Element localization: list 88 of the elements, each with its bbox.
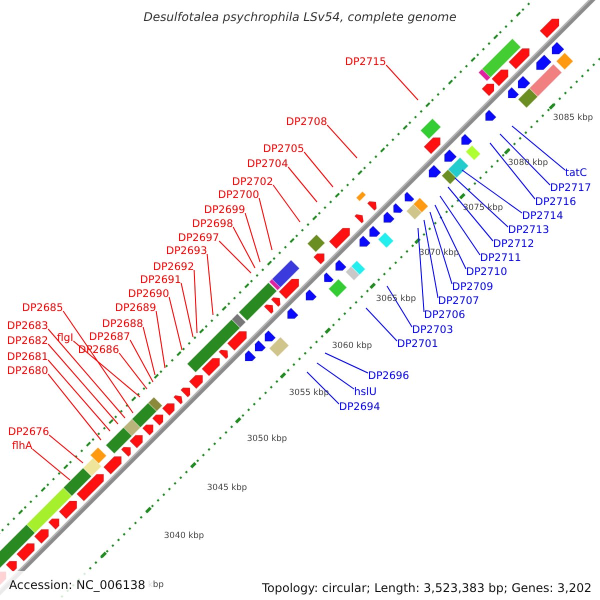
leader-line [232, 226, 256, 268]
gene-label: DP2688 [102, 318, 144, 330]
leader-line [48, 434, 84, 464]
leader-line [48, 328, 126, 418]
leader-line [324, 352, 368, 374]
leader-line [48, 374, 102, 440]
scale-label: 3085 kbp [553, 112, 594, 124]
gene-label: DP2714 [522, 210, 564, 222]
leader-line [316, 362, 354, 390]
gene-label: flhA [12, 440, 32, 452]
gene-label: DP2717 [550, 182, 592, 194]
leader-line [288, 166, 318, 202]
leader-line [462, 170, 522, 214]
leader-line [48, 344, 118, 424]
genome-summary: Topology: circular; Length: 3,523,383 bp; Genes: 3,202 [262, 580, 592, 597]
leader-line [168, 296, 182, 350]
gene-label: DP2712 [493, 238, 534, 250]
scale-label: 3060 kbp [332, 340, 372, 352]
gene-label: DP2701 [397, 338, 438, 350]
leader-line [500, 134, 550, 186]
leader-line [194, 270, 198, 334]
gene-label: DP2710 [466, 266, 508, 278]
leader-line [206, 254, 214, 316]
gene-label: DP2715 [345, 56, 386, 68]
leader-line [490, 142, 536, 200]
leader-line [304, 152, 334, 188]
leader-line [244, 212, 260, 262]
gene-label: DP2706 [424, 309, 466, 321]
gene-label: flgI [57, 332, 74, 344]
gene-label: tatC [565, 167, 587, 179]
gene-label: DP2689 [115, 302, 156, 314]
leader-line [434, 204, 466, 270]
gene-label: DP2685 [22, 302, 64, 314]
gene-label: DP2693 [166, 245, 208, 257]
leader-line [366, 308, 398, 342]
gene-label: DP2697 [178, 232, 220, 244]
leader-line [386, 64, 418, 100]
gene-label: DP2683 [7, 320, 48, 332]
gene-label: DP2700 [218, 189, 260, 201]
leader-line [440, 196, 480, 256]
gene-label: DP2690 [128, 288, 170, 300]
leader-line [180, 282, 194, 338]
gene-label: DP2707 [438, 295, 480, 307]
gene-label: DP2691 [140, 274, 182, 286]
leader-line [156, 310, 166, 368]
gene-label: DP2711 [480, 252, 522, 264]
scale-label: 3080 kbp [508, 157, 548, 169]
gene-label: DP2716 [535, 196, 576, 208]
gene-label: DP2682 [7, 335, 48, 347]
gene-label: hslU [354, 386, 377, 398]
gene-label: DP2708 [286, 116, 328, 128]
leader-line [306, 372, 340, 404]
leader-line [512, 126, 566, 170]
leader-line [448, 186, 494, 242]
scale-label: 3050 kbp [247, 433, 288, 445]
leader-line [272, 184, 300, 222]
scale-label: 3055 kbp [289, 387, 330, 399]
gene-label: DP2709 [452, 281, 494, 293]
gene-label: DP2698 [192, 218, 234, 230]
leader-line [258, 198, 272, 250]
gene-label: DP2699 [204, 204, 246, 216]
leader-line [454, 178, 508, 228]
gene-label: DP2713 [508, 224, 550, 236]
gene-label: DP2703 [412, 324, 454, 336]
gene-label: DP2687 [89, 331, 130, 343]
gene-label: DP2676 [8, 426, 50, 438]
gene-label: DP2692 [153, 261, 194, 273]
leader-line [118, 352, 148, 390]
map-title: Desulfotalea psychrophila LSv54, complete genome [142, 11, 458, 23]
gene-label: DP2705 [263, 143, 304, 155]
leader-line [32, 448, 70, 480]
gene-label: DP2680 [7, 365, 48, 377]
gene-label: DP2694 [339, 401, 380, 413]
leader-line [62, 310, 134, 414]
scale-label: 3045 kbp [207, 482, 248, 494]
gene-label: DP2681 [7, 351, 48, 363]
leader-line [430, 212, 452, 284]
leader-line [326, 124, 358, 158]
leader-line [142, 326, 156, 376]
gene-label: DP2702 [232, 176, 274, 188]
gene-label: DP2696 [368, 370, 410, 382]
leader-line [218, 240, 252, 274]
gene-label: DP2704 [247, 158, 288, 170]
leader-line [72, 340, 140, 398]
leader-line [418, 228, 424, 312]
leader-line [130, 340, 154, 382]
scale-label: 3040 kbp [164, 530, 204, 542]
leader-line [48, 360, 110, 432]
